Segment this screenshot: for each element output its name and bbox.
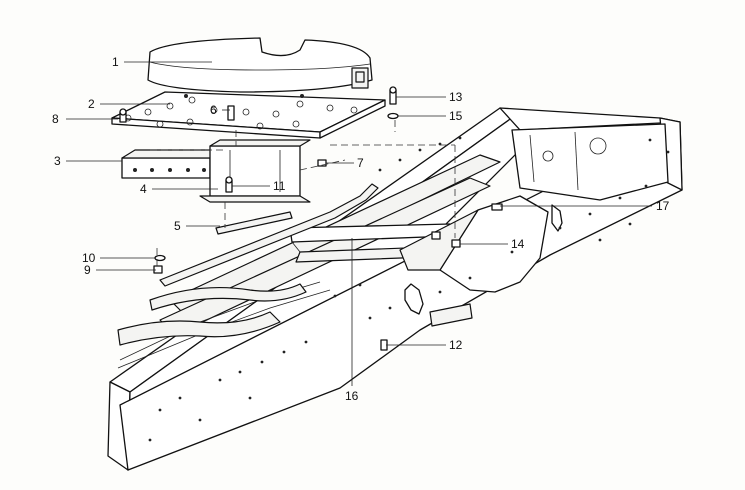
callout-4: 4 xyxy=(140,182,147,196)
callout-1: 1 xyxy=(112,55,119,69)
callout-3: 3 xyxy=(54,154,61,168)
frame-rivets xyxy=(148,136,670,442)
callout-6: 6 xyxy=(210,103,217,117)
part-4-channel-bracket xyxy=(199,139,311,203)
assembly-guides xyxy=(150,120,456,266)
part-2-mounting-plate xyxy=(111,91,386,139)
part-5-spacer-strip xyxy=(159,183,379,287)
callout-2: 2 xyxy=(88,97,95,111)
part-1-fifth-wheel xyxy=(147,37,373,93)
callout-11: 11 xyxy=(273,179,286,193)
rear-cross-member xyxy=(511,123,669,201)
callout-13: 13 xyxy=(449,90,463,104)
callout-5: 5 xyxy=(174,219,181,233)
callout-9: 9 xyxy=(84,263,91,277)
callout-leaders xyxy=(66,61,652,386)
callout-10: 10 xyxy=(82,251,96,265)
spring-hanger-front xyxy=(404,283,473,327)
callout-15: 15 xyxy=(449,109,463,123)
callout-14: 14 xyxy=(511,237,525,251)
callout-12: 12 xyxy=(449,338,463,352)
callout-17: 17 xyxy=(656,199,670,213)
part-3-angle-bracket xyxy=(121,149,223,179)
callout-labels: 1 2 3 4 5 6 7 8 9 10 11 12 13 14 15 16 1… xyxy=(52,55,670,403)
callout-16: 16 xyxy=(345,389,359,403)
callout-8: 8 xyxy=(52,112,59,126)
callout-7: 7 xyxy=(357,156,364,170)
